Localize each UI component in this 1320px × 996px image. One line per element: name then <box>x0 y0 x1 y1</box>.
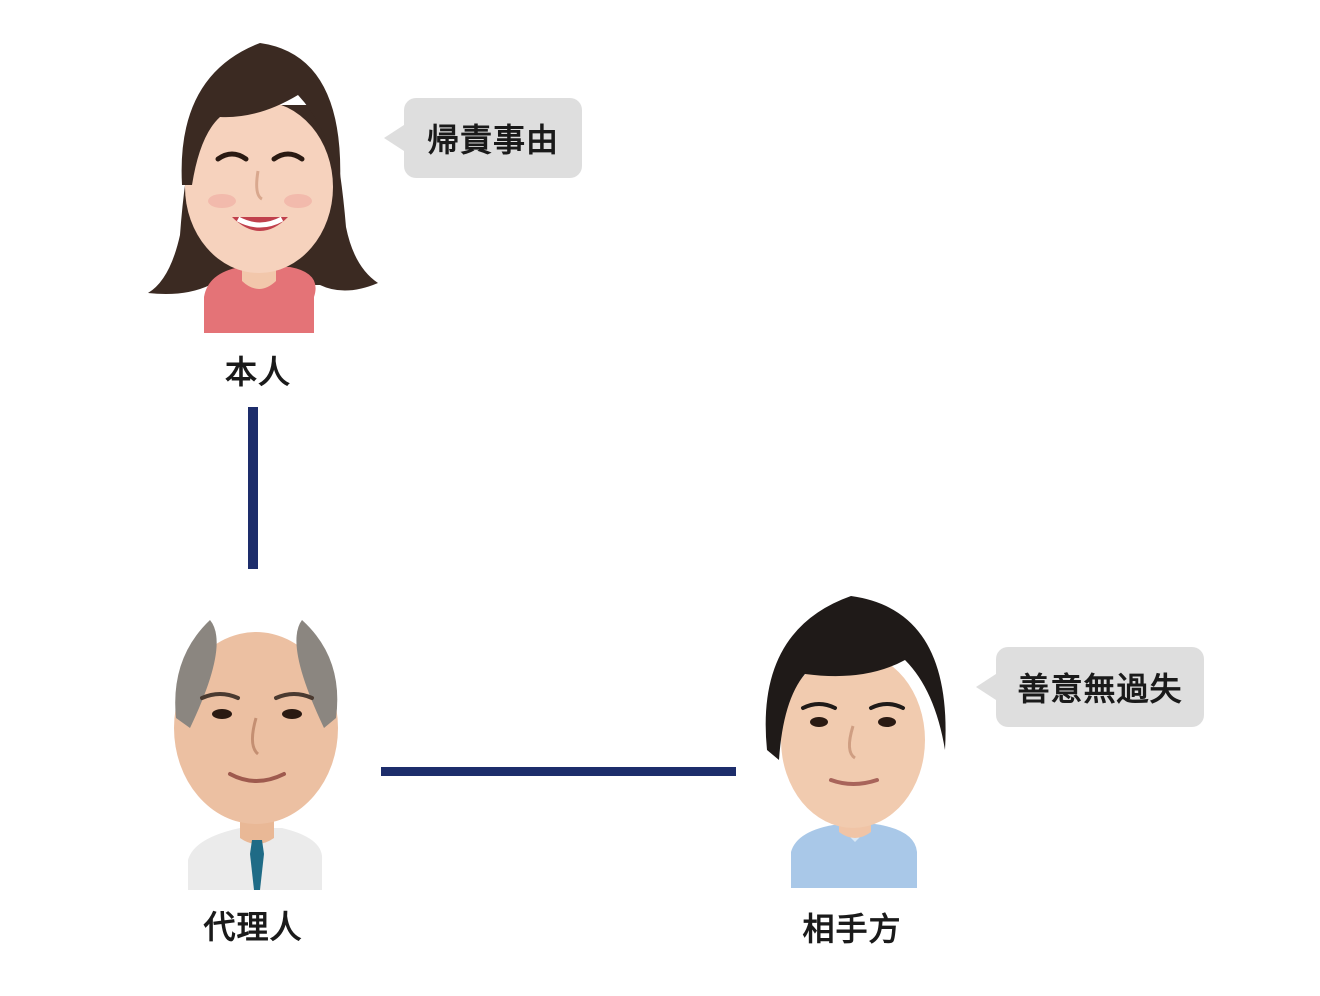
connector-principal-agent <box>248 407 258 569</box>
principal-bubble: 帰責事由 <box>384 98 582 178</box>
counterparty-bubble-text: 善意無過失 <box>1017 670 1183 708</box>
connector-agent-counterparty <box>381 767 736 776</box>
principal-bubble-text: 帰責事由 <box>426 121 559 159</box>
principal-avatar <box>148 43 378 333</box>
principal-label: 本人 <box>224 353 291 391</box>
agent-avatar <box>174 620 338 890</box>
counterparty-avatar <box>765 596 946 888</box>
agent-label: 代理人 <box>203 908 303 946</box>
counterparty-bubble: 善意無過失 <box>976 647 1204 727</box>
counterparty-label: 相手方 <box>802 910 902 948</box>
